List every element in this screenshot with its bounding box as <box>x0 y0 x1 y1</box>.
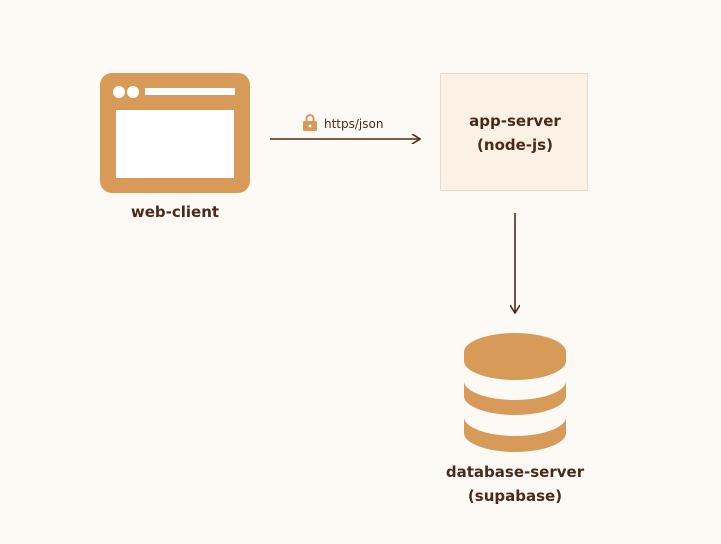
database-server-label: database-server (supabase) <box>415 460 615 508</box>
app-server-runtime: (node-js) <box>477 136 553 154</box>
app-server-box <box>440 73 588 191</box>
web-client-label: web-client <box>130 203 220 221</box>
app-server-label: app-server (node-js) <box>440 109 590 157</box>
database-server-provider: (supabase) <box>467 487 563 505</box>
edge-label-client-to-server: https/json <box>303 114 383 134</box>
browser-window-icon <box>100 73 250 197</box>
database-icon <box>464 333 566 457</box>
database-server-name: database-server <box>445 463 585 481</box>
app-server-name: app-server <box>469 112 561 130</box>
lock-icon <box>303 114 317 134</box>
edge-label-text: https/json <box>324 117 384 131</box>
